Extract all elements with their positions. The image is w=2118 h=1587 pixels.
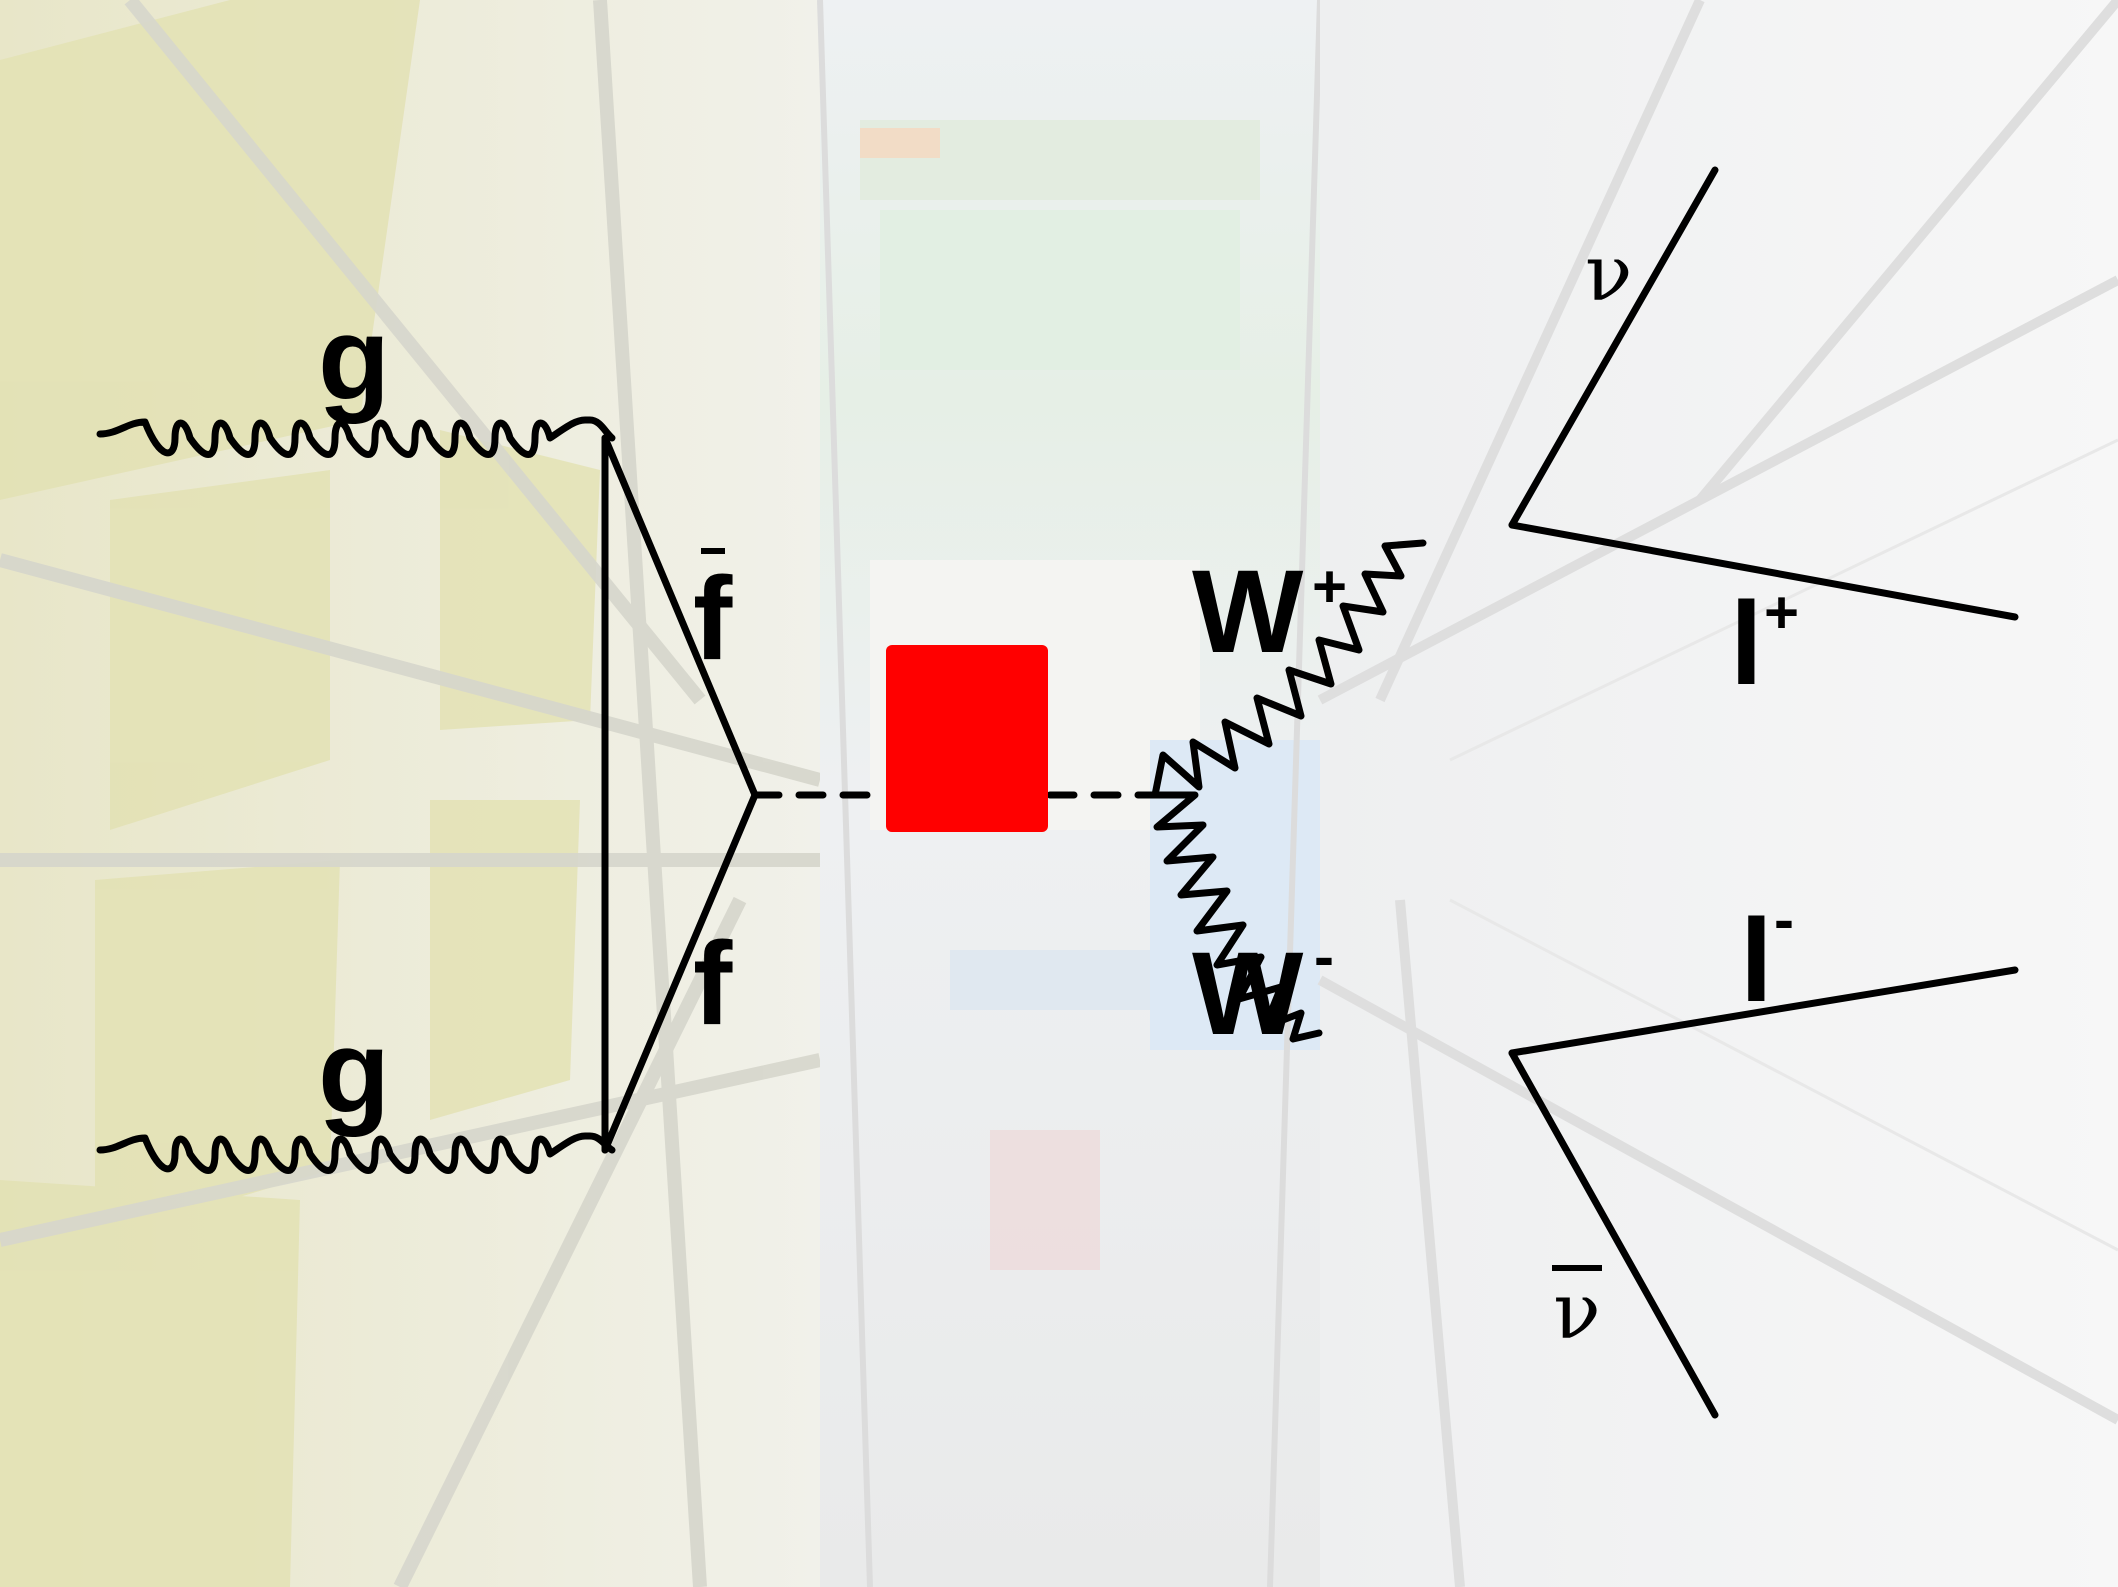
w-minus-charge: - [1314, 923, 1334, 990]
overbar [1552, 1265, 1602, 1271]
neutrino-line [1508, 166, 1719, 529]
lepton-plus-label: l + [1730, 583, 1799, 704]
neutrino-label: ν [1585, 229, 1633, 319]
w-plus-label: W + [1192, 553, 1347, 671]
antifermion-symbol: f [693, 553, 733, 685]
w-plus-symbol: W [1192, 546, 1304, 678]
w-plus-boson-line [1151, 539, 1427, 799]
antineutrino-label: ν [1552, 1265, 1602, 1351]
w-minus-symbol: W [1192, 928, 1304, 1060]
lepton-plus-symbol: l [1730, 578, 1763, 710]
gluon-line-bottom [96, 1132, 616, 1174]
lepton-minus-label: l - [1740, 890, 1794, 1021]
antineutrino-symbol: ν [1553, 1267, 1601, 1357]
gluon-label-bottom: g [318, 1006, 391, 1138]
w-plus-charge: + [1312, 553, 1348, 620]
higgs-box [886, 645, 1048, 832]
lepton-plus-charge: + [1764, 579, 1800, 646]
gluon-label-top: g [318, 293, 391, 425]
lepton-minus-charge: - [1774, 886, 1794, 953]
antifermion-label: f [693, 548, 732, 678]
lepton-minus-symbol: l [1740, 895, 1773, 1027]
gluon-line-top [96, 416, 616, 458]
lepton-minus-line [1508, 966, 2019, 1057]
lepton-plus-line [1508, 521, 2019, 621]
w-minus-label: W - [1192, 927, 1334, 1054]
fermion-line [601, 791, 759, 1154]
w-minus-boson-line [1151, 791, 1323, 1043]
antifermion-line [601, 434, 759, 799]
fermion-label: f [693, 918, 733, 1050]
overbar [700, 548, 725, 554]
antineutrino-line [1508, 1049, 1719, 1419]
